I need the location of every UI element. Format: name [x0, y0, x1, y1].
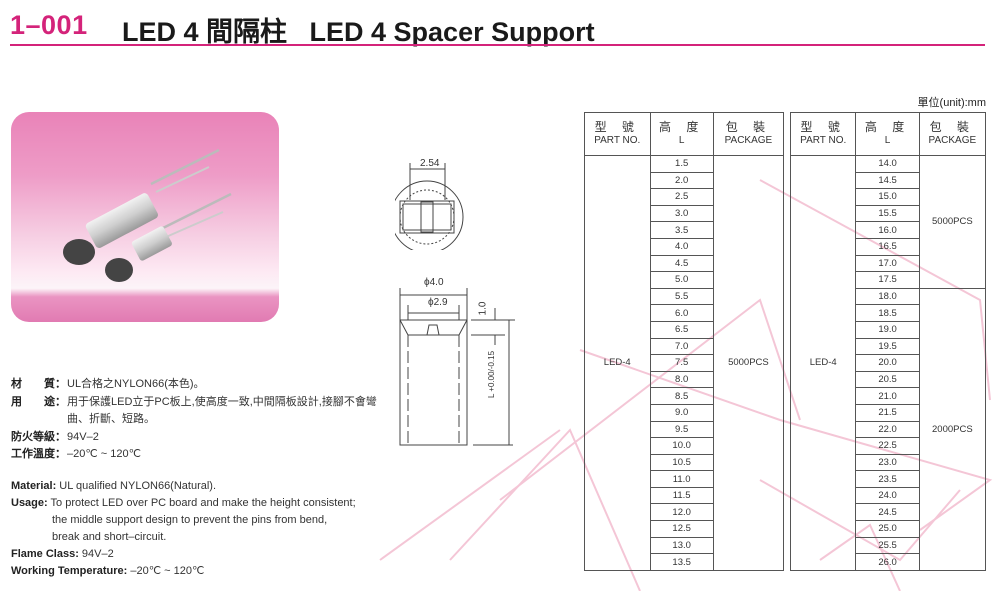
- top-view-drawing: [395, 163, 464, 250]
- length-cell: 3.5: [649, 221, 714, 239]
- length-cell: 15.0: [855, 188, 920, 206]
- length-cell: 2.0: [649, 171, 714, 190]
- length-cell: 17.5: [855, 271, 920, 289]
- length-cell: 11.0: [649, 470, 714, 488]
- length-cell: 24.0: [855, 486, 920, 505]
- length-cell: 10.5: [649, 453, 714, 472]
- length-cell: 5.0: [649, 271, 714, 289]
- length-cell: 6.0: [649, 304, 714, 322]
- length-cell: 26.0: [855, 553, 920, 571]
- specs-chinese: 材 質： UL合格之NYLON66(本色)。 用 途： 用于保護LED立于PC板…: [11, 376, 387, 464]
- length-cell: 15.5: [855, 204, 920, 223]
- pitch-dimension: 2.54: [420, 158, 440, 169]
- spec-usage-cn: 用 途： 用于保護LED立于PC板上,使高度一致,中間隔板設計,接腳不會彎曲、折…: [11, 395, 377, 426]
- spec-temp-en: Working Temperature: –20℃ ~ 120℃: [11, 565, 205, 577]
- spec-temp-cn: 工作溫度： –20℃ ~ 120℃: [11, 448, 141, 460]
- side-view-drawing: [399, 288, 515, 446]
- spec-flame-en: Flame Class: 94V–2: [11, 548, 114, 560]
- led-spacer-illustration: [63, 148, 232, 282]
- length-cell: 21.5: [855, 403, 920, 422]
- length-cell: 10.0: [649, 437, 714, 455]
- length-cell: 4.5: [649, 254, 714, 273]
- specs-english: Material: UL qualified NYLON66(Natural).…: [11, 478, 356, 580]
- spec-flame-cn: 防火等級： 94V–2: [11, 430, 99, 443]
- length-cell: 8.0: [649, 370, 714, 389]
- part-code: 1–001: [10, 10, 88, 40]
- length-cell: 14.5: [855, 171, 920, 190]
- length-cell: 6.5: [649, 320, 714, 339]
- length-cell: 7.5: [649, 354, 714, 372]
- length-cell: 9.0: [649, 403, 714, 422]
- spec-material-en: Material: UL qualified NYLON66(Natural).: [11, 480, 217, 492]
- page-title: LED 4 間隔柱 LED 4 Spacer Support: [122, 17, 595, 47]
- length-dimension: L +0.00/-0.15: [487, 350, 497, 399]
- length-cell: 19.0: [855, 320, 920, 339]
- length-cell: 23.5: [855, 470, 920, 488]
- length-cell: 13.0: [649, 536, 714, 555]
- length-cell: 5.5: [649, 287, 714, 306]
- length-cell: 16.0: [855, 221, 920, 239]
- length-cell: 1.5: [649, 155, 714, 173]
- length-cell: 19.5: [855, 337, 920, 356]
- length-cell: 18.0: [855, 287, 920, 306]
- length-cell: 20.0: [855, 354, 920, 372]
- length-cell: 22.5: [855, 437, 920, 455]
- length-cell: 14.0: [855, 155, 920, 173]
- length-cell: 12.5: [649, 520, 714, 538]
- length-cell: 4.0: [649, 237, 714, 256]
- length-cell: 11.5: [649, 486, 714, 505]
- length-cell: 17.0: [855, 254, 920, 273]
- length-cell: 22.0: [855, 420, 920, 439]
- length-cell: 20.5: [855, 370, 920, 389]
- length-cell: 23.0: [855, 453, 920, 472]
- table-row: 13.5: [585, 553, 784, 571]
- length-cell: 2.5: [649, 188, 714, 206]
- length-cell: 12.0: [649, 503, 714, 522]
- package-cell: 5000PCS: [712, 155, 785, 571]
- part-no-cell: LED-4: [789, 155, 857, 571]
- length-cell: 9.5: [649, 420, 714, 439]
- length-cell: 8.5: [649, 387, 714, 405]
- length-cell: 18.5: [855, 304, 920, 322]
- length-cell: 16.5: [855, 237, 920, 256]
- length-cell: 24.5: [855, 503, 920, 522]
- step-dimension: 1.0: [477, 301, 489, 316]
- outer-diameter-dimension: ϕ4.0: [424, 277, 444, 288]
- title-divider: [10, 44, 985, 46]
- package-cell: 5000PCS: [918, 155, 987, 289]
- package-cell: 2000PCS: [918, 287, 987, 571]
- inner-diameter-dimension: ϕ2.9: [428, 297, 448, 308]
- length-cell: 25.5: [855, 536, 920, 555]
- length-cell: 25.0: [855, 520, 920, 538]
- product-photo: [11, 112, 279, 322]
- part-no-cell: LED-4: [584, 155, 651, 571]
- length-cell: 13.5: [649, 553, 714, 571]
- length-cell: 21.0: [855, 387, 920, 405]
- spec-material-cn: 材 質： UL合格之NYLON66(本色)。: [11, 378, 205, 390]
- length-cell: 3.0: [649, 204, 714, 223]
- page-header: 1–001 LED 4 間隔柱 LED 4 Spacer Support: [10, 6, 990, 47]
- spec-usage-en: Usage: To protect LED over PC board and …: [11, 497, 356, 509]
- unit-label: 單位(unit):mm: [917, 97, 986, 109]
- length-cell: 7.0: [649, 337, 714, 356]
